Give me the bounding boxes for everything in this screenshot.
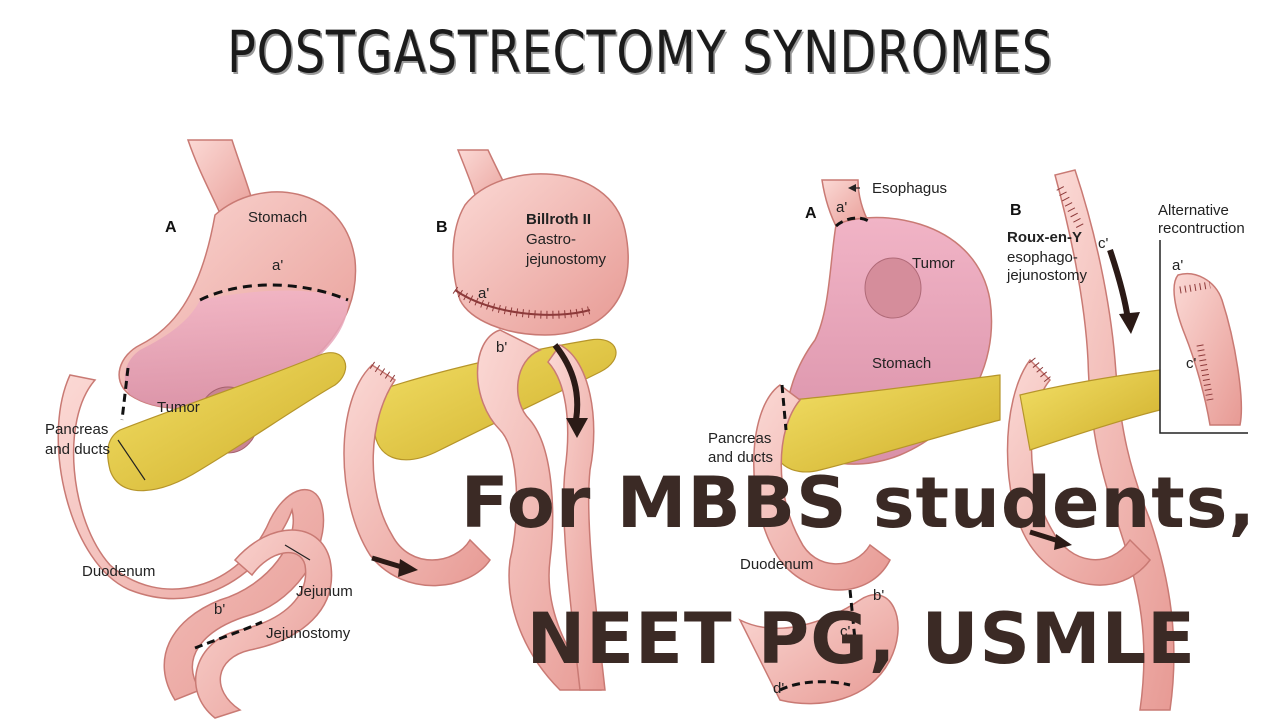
alt-c-prime-label: c' xyxy=(1186,355,1197,372)
roux-label-2: esophago- xyxy=(1007,249,1078,266)
left-stomach-label: Stomach xyxy=(248,209,307,226)
right-stomach-label: Stomach xyxy=(872,355,931,372)
left-b-prime-label: b' xyxy=(214,601,225,618)
right-panel-b-drawing xyxy=(1006,169,1248,711)
right-a-prime-label: a' xyxy=(836,199,847,216)
left-tumor-label: Tumor xyxy=(157,399,200,416)
left-duodenum-label: Duodenum xyxy=(82,563,155,580)
alternative-label-2: recontruction xyxy=(1158,220,1245,237)
right-pancreas-label-1: Pancreas xyxy=(708,430,771,447)
right-panel-a-letter: A xyxy=(805,205,817,222)
right-b-c-prime-label: c' xyxy=(1098,235,1109,252)
right-tumor-label: Tumor xyxy=(912,255,955,272)
left-panel-a-drawing xyxy=(57,139,357,719)
left-b-a-prime-label: a' xyxy=(478,285,489,302)
left-a-prime-label: a' xyxy=(272,257,283,274)
right-c-prime-label: c' xyxy=(840,623,851,640)
left-panel-b-drawing xyxy=(343,149,629,691)
page-title: POSTGASTRECTOMY SYNDROMES xyxy=(227,18,1053,86)
audience-overlay-line-1: For MBBS students, xyxy=(460,462,1256,544)
billroth-label-2: Gastro- xyxy=(526,231,576,248)
left-jejunostomy-label: Jejunostomy xyxy=(266,625,351,642)
right-duodenum-label: Duodenum xyxy=(740,556,813,573)
right-b-prime-label: b' xyxy=(873,587,884,604)
alternative-label-1: Alternative xyxy=(1158,202,1229,219)
billroth-label-1: Billroth II xyxy=(526,211,591,228)
left-pancreas-label-1: Pancreas xyxy=(45,421,108,438)
esophagus-label: Esophagus xyxy=(872,180,947,197)
left-panel-b-letter: B xyxy=(436,219,448,236)
left-jejunum-label: Jejunum xyxy=(296,583,353,600)
left-panel-a-letter: A xyxy=(165,219,177,236)
audience-overlay-line-2: NEET PG, USMLE xyxy=(526,598,1196,680)
alt-a-prime-label: a' xyxy=(1172,257,1183,274)
right-panel-a-drawing xyxy=(738,179,1001,705)
roux-label-1: Roux-en-Y xyxy=(1007,229,1082,246)
left-b-b-prime-label: b' xyxy=(496,339,507,356)
roux-label-3: jejunostomy xyxy=(1006,267,1088,284)
right-panel-b-letter: B xyxy=(1010,202,1022,219)
left-pancreas-label-2: and ducts xyxy=(45,441,110,458)
billroth-label-3: jejunostomy xyxy=(525,251,607,268)
right-pancreas-label-2: and ducts xyxy=(708,449,773,466)
right-d-prime-label: d' xyxy=(773,680,784,697)
